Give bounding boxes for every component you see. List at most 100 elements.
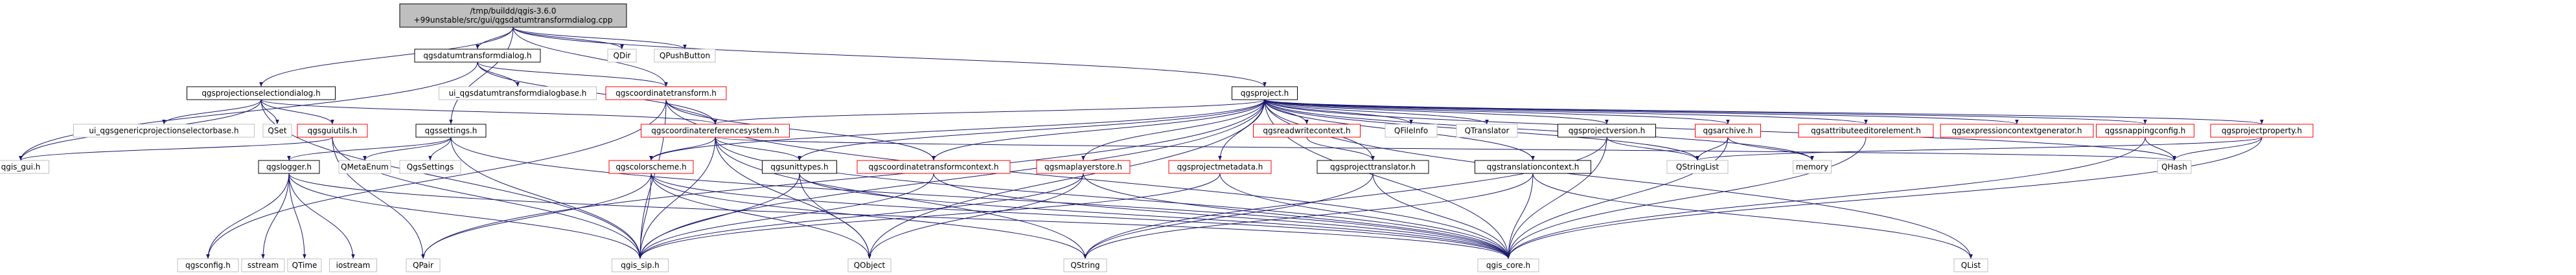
- node-box[interactable]: [1253, 124, 1361, 138]
- node-qgsreadwritecontext[interactable]: qgsreadwritecontext.h: [1253, 124, 1361, 138]
- node-qgsproject: qgsproject.h: [1232, 86, 1298, 100]
- node-box[interactable]: [1036, 160, 1131, 174]
- node-label: QDir: [614, 51, 631, 60]
- node-box[interactable]: [2210, 124, 2314, 138]
- node-qgsprojectproperty[interactable]: qgsprojectproperty.h: [2210, 124, 2314, 138]
- node-qgsprojecttranslator: qgsprojecttranslator.h: [1317, 160, 1429, 174]
- node-box: [338, 160, 391, 174]
- node-label: qgis_core.h: [1486, 261, 1530, 270]
- edge-qgscoordinatereferencesystem-to-qgscolorscheme: [649, 137, 716, 161]
- node-label: qgsprojectionselectiondialog.h: [201, 89, 320, 98]
- node-label: sstream: [247, 261, 279, 270]
- node-box[interactable]: [641, 124, 790, 138]
- node-qgsattributeeditorelement[interactable]: qgsattributeeditorelement.h: [1798, 124, 1934, 138]
- node-qgsexpressioncontextgenerator[interactable]: qgsexpressioncontextgenerator.h: [1940, 124, 2094, 138]
- node-iostream: iostream: [329, 258, 377, 272]
- node-qpair: QPair: [406, 258, 441, 272]
- edge-qgscoordinatetransformcontext-to-qgis_sip: [638, 173, 934, 259]
- edge-qgsprojecttranslator-to-qgis_core: [1372, 173, 1510, 259]
- node-box[interactable]: [605, 86, 727, 100]
- node-box: [1456, 124, 1518, 138]
- edge-qgscolorscheme-to-qpair: [421, 173, 652, 259]
- edge-qgsprojectionselectiondialog-to-ui_qgsgenericprojectionselectorbase: [162, 99, 262, 125]
- node-box[interactable]: [2096, 124, 2194, 138]
- node-label: qgscoordinatetransformcontext.h: [869, 162, 999, 171]
- node-qgsarchive[interactable]: qgsarchive.h: [1695, 124, 1761, 138]
- edge-qgslogger-to-qgis_core: [288, 173, 1510, 259]
- node-label: qgsexpressioncontextgenerator.h: [1951, 126, 2082, 135]
- edge-qgscoordinatetransformcontext-to-qgis_core: [933, 173, 1510, 259]
- edge-qgslogger-to-sstream: [261, 173, 290, 259]
- edge-qgsproject-to-qgsunittypes: [798, 99, 1265, 161]
- edge-qgsproject-to-qgis_sip: [638, 99, 1265, 259]
- node-box[interactable]: [608, 160, 694, 174]
- node-qgscolorscheme[interactable]: qgscolorscheme.h: [608, 160, 694, 174]
- edge-qgsprojectionselectiondialog-to-qgis_sip: [260, 99, 642, 259]
- node-box[interactable]: [857, 160, 1011, 174]
- node-label: qgsdatumtransformdialog.h: [423, 51, 531, 60]
- node-qgsguiutils[interactable]: qgsguiutils.h: [297, 124, 368, 138]
- edge-qgsguiutils-to-qpair: [332, 137, 425, 259]
- node-qlist: QList: [1953, 258, 1988, 272]
- edge-qgsproject-to-qgscolorscheme: [649, 99, 1265, 161]
- edge-qgsdatumtransformdialog-to-qgscoordinatetransform: [477, 61, 668, 87]
- node-box: [177, 258, 239, 272]
- edge-root-to-qpushbutton: [512, 27, 687, 50]
- node-label: QPair: [413, 261, 433, 270]
- node-label: qgsguiutils.h: [308, 126, 358, 135]
- node-label: QString: [1070, 261, 1099, 270]
- node-label: qgsarchive.h: [1703, 126, 1753, 135]
- edge-qgscolorscheme-to-qobject: [650, 173, 871, 259]
- node-box[interactable]: [1798, 124, 1934, 138]
- node-sstream: sstream: [241, 258, 285, 272]
- edge-qgsproject-to-qgsprojectversion: [1264, 99, 1609, 125]
- node-box[interactable]: [1940, 124, 2094, 138]
- node-memory: memory: [1793, 160, 1832, 174]
- node-label: qgslogger.h: [266, 162, 312, 171]
- edge-qgscolorscheme-to-qstring: [650, 173, 1087, 259]
- node-qgscoordinatetransformcontext[interactable]: qgscoordinatetransformcontext.h: [857, 160, 1011, 174]
- node-box: [287, 258, 322, 272]
- node-label: qgis_gui.h: [1, 162, 41, 171]
- node-label: QList: [1961, 261, 1981, 270]
- edge-qgsproject-to-memory: [1264, 99, 1814, 161]
- edge-qgsreadwritecontext-to-qgsprojecttranslator: [1306, 137, 1375, 161]
- edge-qgsprojectversion-to-qstring: [1083, 137, 1607, 259]
- edge-qgscoordinatereferencesystem-to-qgis_sip: [638, 137, 716, 259]
- node-qgsprojectmetadata[interactable]: qgsprojectmetadata.h: [1168, 160, 1272, 174]
- node-qgssettings_ext: QgsSettings: [399, 160, 461, 174]
- node-qgis_core: qgis_core.h: [1477, 258, 1539, 272]
- edge-qgsproject-to-qgscoordinatetransformcontext: [932, 99, 1265, 161]
- node-qfileinfo: QFileInfo: [1385, 124, 1438, 138]
- node-qgscoordinatetransform[interactable]: qgscoordinatetransform.h: [605, 86, 727, 100]
- node-qgssnappingconfig[interactable]: qgssnappingconfig.h: [2096, 124, 2194, 138]
- edge-qgsguiutils-to-qgis_sip: [332, 137, 642, 259]
- edge-qgsproject-to-qtranslator: [1264, 99, 1489, 125]
- node-box[interactable]: [1695, 124, 1761, 138]
- edge-root-to-qgssettings: [449, 27, 514, 125]
- node-box: [847, 258, 891, 272]
- node-box[interactable]: [1168, 160, 1272, 174]
- node-box: [399, 160, 461, 174]
- edge-qgsprojectversion-to-qstringlist: [1606, 137, 1699, 161]
- node-label: qgsreadwritecontext.h: [1263, 126, 1350, 135]
- node-qgscoordinatereferencesystem[interactable]: qgscoordinatereferencesystem.h: [641, 124, 790, 138]
- node-label: /tmp/buildd/qgis-3.6.0: [470, 6, 557, 16]
- edge-qgsdatumtransformdialog-to-qgis_gui: [19, 61, 478, 161]
- node-box: [1477, 258, 1539, 272]
- edge-qgsprojectproperty-to-qgis_core: [1506, 137, 2262, 259]
- node-box: [1558, 124, 1656, 138]
- node-qgis_sip: qgis_sip.h: [612, 258, 669, 272]
- node-box: [73, 124, 255, 138]
- node-qgssettings: qgssettings.h: [415, 124, 487, 138]
- edge-qgscoordinatereferencesystem-to-qgis_core: [715, 137, 1510, 259]
- edge-qgsprojectmetadata-to-qgis_sip: [638, 173, 1221, 259]
- edge-qgsproject-to-qgis_core: [1264, 99, 1510, 259]
- edge-qgsmaplayerstore-to-qobject: [868, 173, 1084, 259]
- node-qgsmaplayerstore[interactable]: qgsmaplayerstore.h: [1036, 160, 1131, 174]
- edge-qgscoordinatereferencesystem-to-qhash: [715, 137, 2176, 161]
- node-box[interactable]: [297, 124, 368, 138]
- node-label: QObject: [854, 261, 886, 270]
- node-label: qgscoordinatereferencesystem.h: [651, 126, 779, 135]
- edge-qgscoordinatereferencesystem-to-qgsunittypes: [715, 137, 801, 161]
